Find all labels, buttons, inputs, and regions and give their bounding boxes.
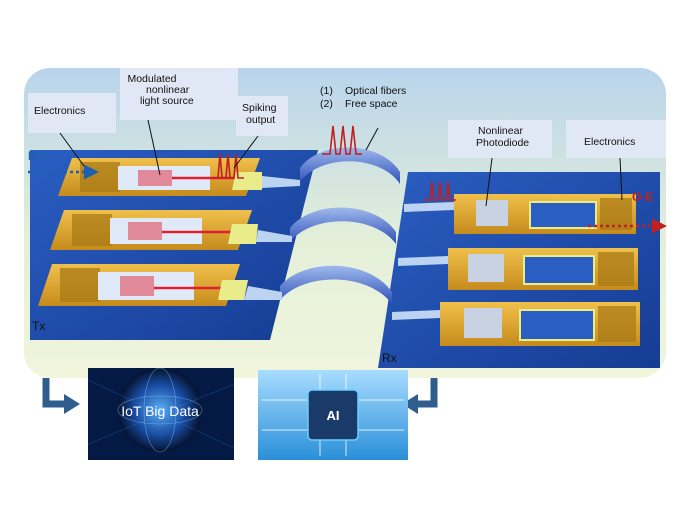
- label-link-1-num: (1): [320, 85, 333, 97]
- pointer-photodiode: [485, 157, 493, 207]
- ai-chip-text: AI: [327, 408, 340, 423]
- tx-module-3: [38, 264, 282, 306]
- label-photodiode-line1: Nonlinear: [478, 125, 523, 137]
- label-link-2-text: Free space: [345, 98, 398, 110]
- label-spiking-line2: output: [246, 114, 275, 126]
- label-electronics-right: Electronics: [584, 136, 635, 148]
- pointer-link: [365, 127, 379, 151]
- pointer-spiking: [233, 135, 259, 169]
- label-modulated-line1: Modulated: [127, 73, 176, 85]
- label-modulated-line3: light source: [140, 95, 194, 107]
- label-electronics-left: Electronics: [34, 105, 85, 117]
- label-box-electronics-left: [28, 93, 116, 133]
- label-box-electronics-right: [566, 120, 666, 158]
- label-oe: O-E: [632, 190, 653, 204]
- label-eo: E-O: [28, 149, 49, 163]
- rx-module-3: [392, 302, 640, 346]
- tx-module-2: [50, 210, 292, 250]
- label-modulated-line2: nonlinear: [146, 84, 190, 96]
- rx-module-1: [404, 194, 636, 234]
- pointer-electronics-left: [59, 132, 85, 167]
- iot-big-data-text: IoT Big Data: [121, 403, 199, 419]
- label-tx: Tx: [32, 319, 45, 333]
- spike-train-tx: [212, 153, 244, 179]
- rx-module-2: [398, 248, 638, 290]
- arrow-down-right-icon: [402, 378, 438, 414]
- label-photodiode-line2: Photodiode: [476, 137, 529, 149]
- label-link-1-text: Optical fibers: [345, 85, 406, 97]
- spike-train-link: [322, 125, 362, 155]
- label-box-light-source: [120, 68, 238, 120]
- label-box-photodiode: [448, 120, 552, 158]
- label-spiking-line1: Spiking: [242, 102, 277, 114]
- fiber-arc-1: [300, 147, 400, 184]
- fiber-arc-2: [290, 207, 396, 244]
- iot-big-data-image: IoT Big Data: [87, 367, 235, 460]
- tx-module-1: [58, 158, 300, 196]
- pointer-electronics-right: [619, 157, 623, 201]
- ai-chip-image: AI: [258, 370, 408, 460]
- spike-train-rx: [424, 181, 456, 201]
- fiber-arc-3: [280, 265, 392, 304]
- arrow-down-left-icon: [42, 378, 80, 414]
- label-link-2-num: (2): [320, 98, 333, 110]
- pointer-light-source: [147, 119, 161, 176]
- label-rx: Rx: [382, 351, 397, 365]
- label-box-spiking: [236, 96, 288, 136]
